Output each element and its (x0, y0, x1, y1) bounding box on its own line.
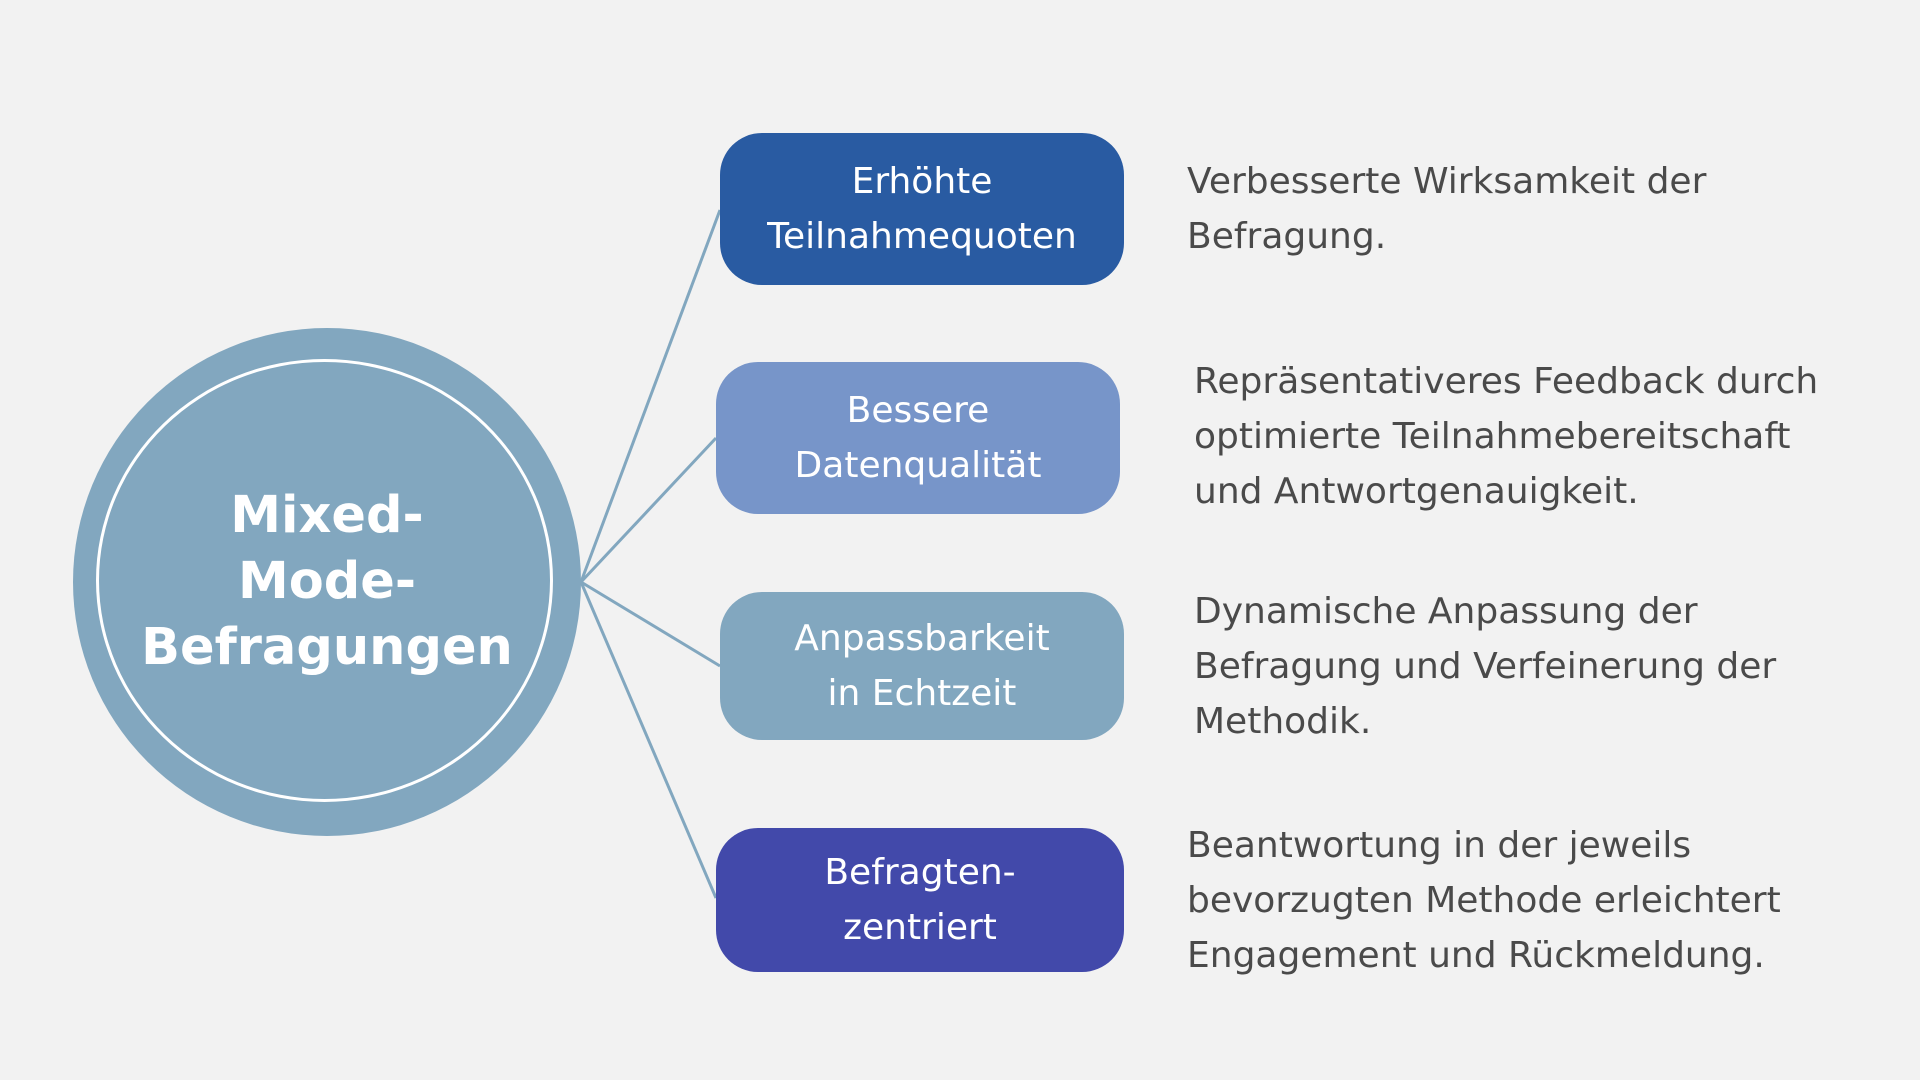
branch-label-2: Bessere Datenqualität (794, 390, 1042, 486)
branch-label-1: Erhöhte Teilnahmequoten (767, 161, 1077, 257)
branch-description-4: Beantwortung in der jeweils bevorzugten … (1187, 825, 1781, 976)
branch-node-2: Bessere Datenqualität (716, 362, 1120, 514)
branch-label-3: Anpassbarkeit in Echtzeit (794, 618, 1050, 714)
branch-description-1: Verbesserte Wirksamkeit der Befragung. (1187, 161, 1707, 257)
connector-line-3 (580, 580, 721, 668)
connector-line-4 (579, 581, 718, 899)
branch-node-3: Anpassbarkeit in Echtzeit (720, 592, 1124, 740)
branch-description-3: Dynamische Anpassung der Befragung und V… (1194, 591, 1777, 742)
connector-line-1 (579, 209, 722, 583)
branch-label-4: Befragten- zentriert (824, 852, 1016, 948)
branch-description-2: Repräsentativeres Feedback durch optimie… (1194, 361, 1819, 512)
branch-node-1: Erhöhte Teilnahmequoten (720, 133, 1124, 285)
central-topic-title: Mixed- Mode- Befragungen (141, 486, 513, 677)
central-topic-ring (96, 359, 553, 802)
branch-node-4: Befragten- zentriert (716, 828, 1124, 972)
central-topic-circle: Mixed- Mode- Befragungen (73, 328, 581, 836)
connector-line-2 (579, 436, 718, 584)
